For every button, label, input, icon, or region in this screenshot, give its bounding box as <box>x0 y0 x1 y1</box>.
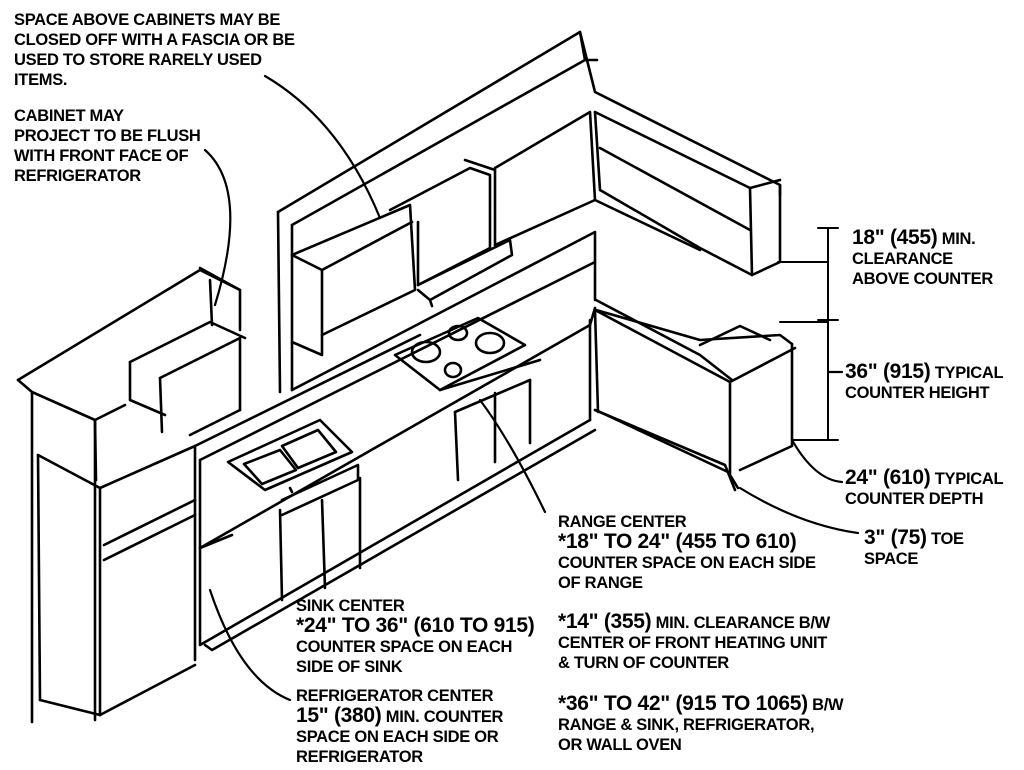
countertop <box>193 230 797 550</box>
note-line: COUNTER SPACE ON EACH SIDE <box>558 554 816 572</box>
note-line: COUNTER SPACE ON EACH <box>296 638 513 656</box>
dimension-qualifier: MIN. CLEARANCE B/W <box>655 614 831 632</box>
note-line: ITEMS. <box>14 71 68 89</box>
wall-cabinets-back <box>290 110 597 357</box>
note-cabinet-flush: CABINET MAY PROJECT TO BE FLUSH WITH FRO… <box>14 106 201 186</box>
note-clearance-above: 18" (455) MIN. CLEARANCE ABOVE COUNTER <box>852 226 993 289</box>
dimension-qualifier: TYPICAL <box>934 364 1004 382</box>
note-refrigerator-center: REFRIGERATOR CENTER 15" (380) MIN. COUNT… <box>296 686 503 767</box>
refrigerator <box>16 268 242 724</box>
note-line: CLEARANCE <box>852 250 953 268</box>
base-cabinets <box>198 308 737 652</box>
note-line: *24" TO 36" (610 TO 915) <box>296 614 535 637</box>
note-line: CLOSED OFF WITH A FASCIA OR BE <box>14 31 295 49</box>
note-line: 18" (455) MIN. <box>852 226 993 249</box>
sink <box>226 418 354 494</box>
leader-lines <box>203 74 860 702</box>
dimension-value: 15" (380) <box>296 704 382 727</box>
dimension-qualifier: TOE <box>931 530 964 548</box>
note-heading: RANGE CENTER <box>558 513 687 531</box>
dimension-qualifier: TYPICAL <box>934 470 1004 488</box>
dimension-qualifier: MIN. COUNTER <box>385 708 504 726</box>
note-line: WITH FRONT FACE OF <box>14 147 189 165</box>
note-toe-space: 3" (75) TOE SPACE <box>864 526 964 569</box>
note-line: 15" (380) MIN. COUNTER <box>296 704 504 727</box>
dimension-lines <box>777 227 839 441</box>
note-space-above-cabinets: SPACE ABOVE CABINETS MAY BE CLOSED OFF W… <box>14 10 295 90</box>
note-line: & TURN OF COUNTER <box>558 654 729 672</box>
dimension-value: 3" (75) <box>864 526 927 549</box>
dimension-qualifier: MIN. <box>941 230 976 248</box>
note-line: *18" TO 24" (455 TO 610) <box>558 530 816 553</box>
cooktop <box>393 316 527 392</box>
note-counter-depth: 24" (610) TYPICAL COUNTER DEPTH <box>845 466 1004 509</box>
note-line: 24" (610) TYPICAL <box>845 466 1004 489</box>
back-wall-soffit <box>276 30 782 394</box>
dimension-qualifier: B/W <box>812 696 844 714</box>
note-line: PROJECT TO BE FLUSH <box>14 127 201 145</box>
note-line: RANGE & SINK, REFRIGERATOR, <box>558 716 815 734</box>
note-heading: REFRIGERATOR CENTER <box>296 687 494 705</box>
note-line: OR WALL OVEN <box>558 736 682 754</box>
note-range-center: RANGE CENTER *18" TO 24" (455 TO 610) CO… <box>558 512 816 593</box>
note-line: *36" TO 42" (915 TO 1065) B/W <box>558 692 844 715</box>
note-heading: SINK CENTER <box>296 597 405 615</box>
dimension-value: 24" (610) <box>845 466 931 489</box>
note-line: USED TO STORE RARELY USED <box>14 51 262 69</box>
note-line: ABOVE COUNTER <box>852 270 993 288</box>
note-line: OF RANGE <box>558 574 643 592</box>
note-line: COUNTER DEPTH <box>845 490 984 508</box>
note-line: SPACE ABOVE CABINETS MAY BE <box>14 11 281 29</box>
note-line: REFRIGERATOR <box>296 748 423 766</box>
note-line: SIDE OF SINK <box>296 658 403 676</box>
note-line: SPACE <box>864 550 919 568</box>
note-counter-height: 36" (915) TYPICAL COUNTER HEIGHT <box>845 360 1004 403</box>
note-line: COUNTER HEIGHT <box>845 384 990 402</box>
note-line: SPACE ON EACH SIDE OR <box>296 728 499 746</box>
dimension-value: *36" TO 42" (915 TO 1065) <box>558 692 808 715</box>
dimension-value: *14" (355) <box>558 610 652 633</box>
note-line: 3" (75) TOE <box>864 526 964 549</box>
note-line: CENTER OF FRONT HEATING UNIT <box>558 634 828 652</box>
note-line: 36" (915) TYPICAL <box>845 360 1004 383</box>
dimension-value: 36" (915) <box>845 360 931 383</box>
note-line: *14" (355) MIN. CLEARANCE B/W <box>558 610 831 633</box>
dimension-value: *18" TO 24" (455 TO 610) <box>558 530 797 553</box>
note-line: REFRIGERATOR <box>14 167 141 185</box>
note-sink-center: SINK CENTER *24" TO 36" (610 TO 915) COU… <box>296 596 535 677</box>
range-hood <box>416 238 514 308</box>
note-range-sink: *36" TO 42" (915 TO 1065) B/W RANGE & SI… <box>558 692 844 755</box>
dimension-value: *24" TO 36" (610 TO 915) <box>296 614 535 637</box>
wall-cabinets-right <box>593 110 782 277</box>
note-min-clearance: *14" (355) MIN. CLEARANCE B/W CENTER OF … <box>558 610 831 673</box>
upper-cabinet-left <box>128 266 247 437</box>
dimension-value: 18" (455) <box>852 226 938 249</box>
note-line: CABINET MAY <box>14 107 124 125</box>
